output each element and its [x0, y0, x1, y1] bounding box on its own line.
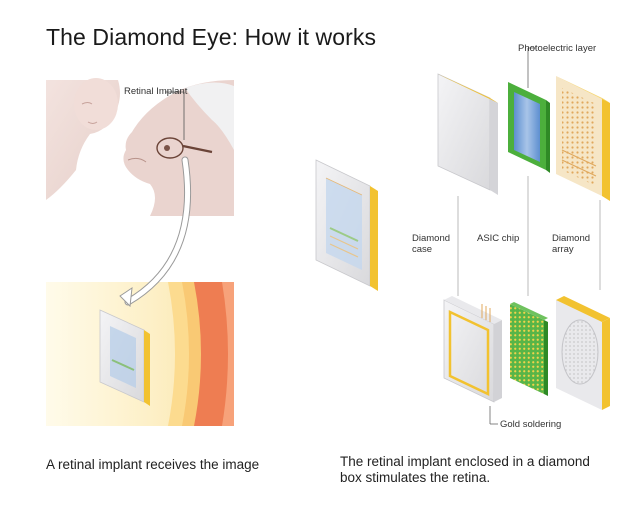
bottom-diamond-array [556, 296, 610, 410]
top-diamond-array [556, 76, 610, 201]
label-diamond-case: Diamond case [412, 233, 451, 255]
top-diamond-case [437, 73, 498, 195]
caption-right: The retinal implant enclosed in a diamon… [340, 454, 590, 485]
faces-illustration [46, 78, 234, 216]
label-photoelectric-layer: Photoelectric layer [518, 43, 597, 54]
assembled-implant [315, 159, 378, 291]
label-asic-chip: ASIC chip [477, 233, 520, 244]
photoelectric-layer-chip [508, 82, 550, 173]
implant-in-retina [99, 309, 150, 406]
bottom-diamond-case [443, 296, 502, 403]
asic-chip [510, 302, 548, 396]
page-title: The Diamond Eye: How it works [46, 24, 377, 50]
label-diamond-array: Diamond array [552, 233, 591, 255]
label-retinal-implant: Retinal Implant [124, 86, 188, 97]
label-gold-soldering: Gold soldering [500, 419, 562, 430]
caption-left: A retinal implant receives the image [46, 457, 260, 472]
